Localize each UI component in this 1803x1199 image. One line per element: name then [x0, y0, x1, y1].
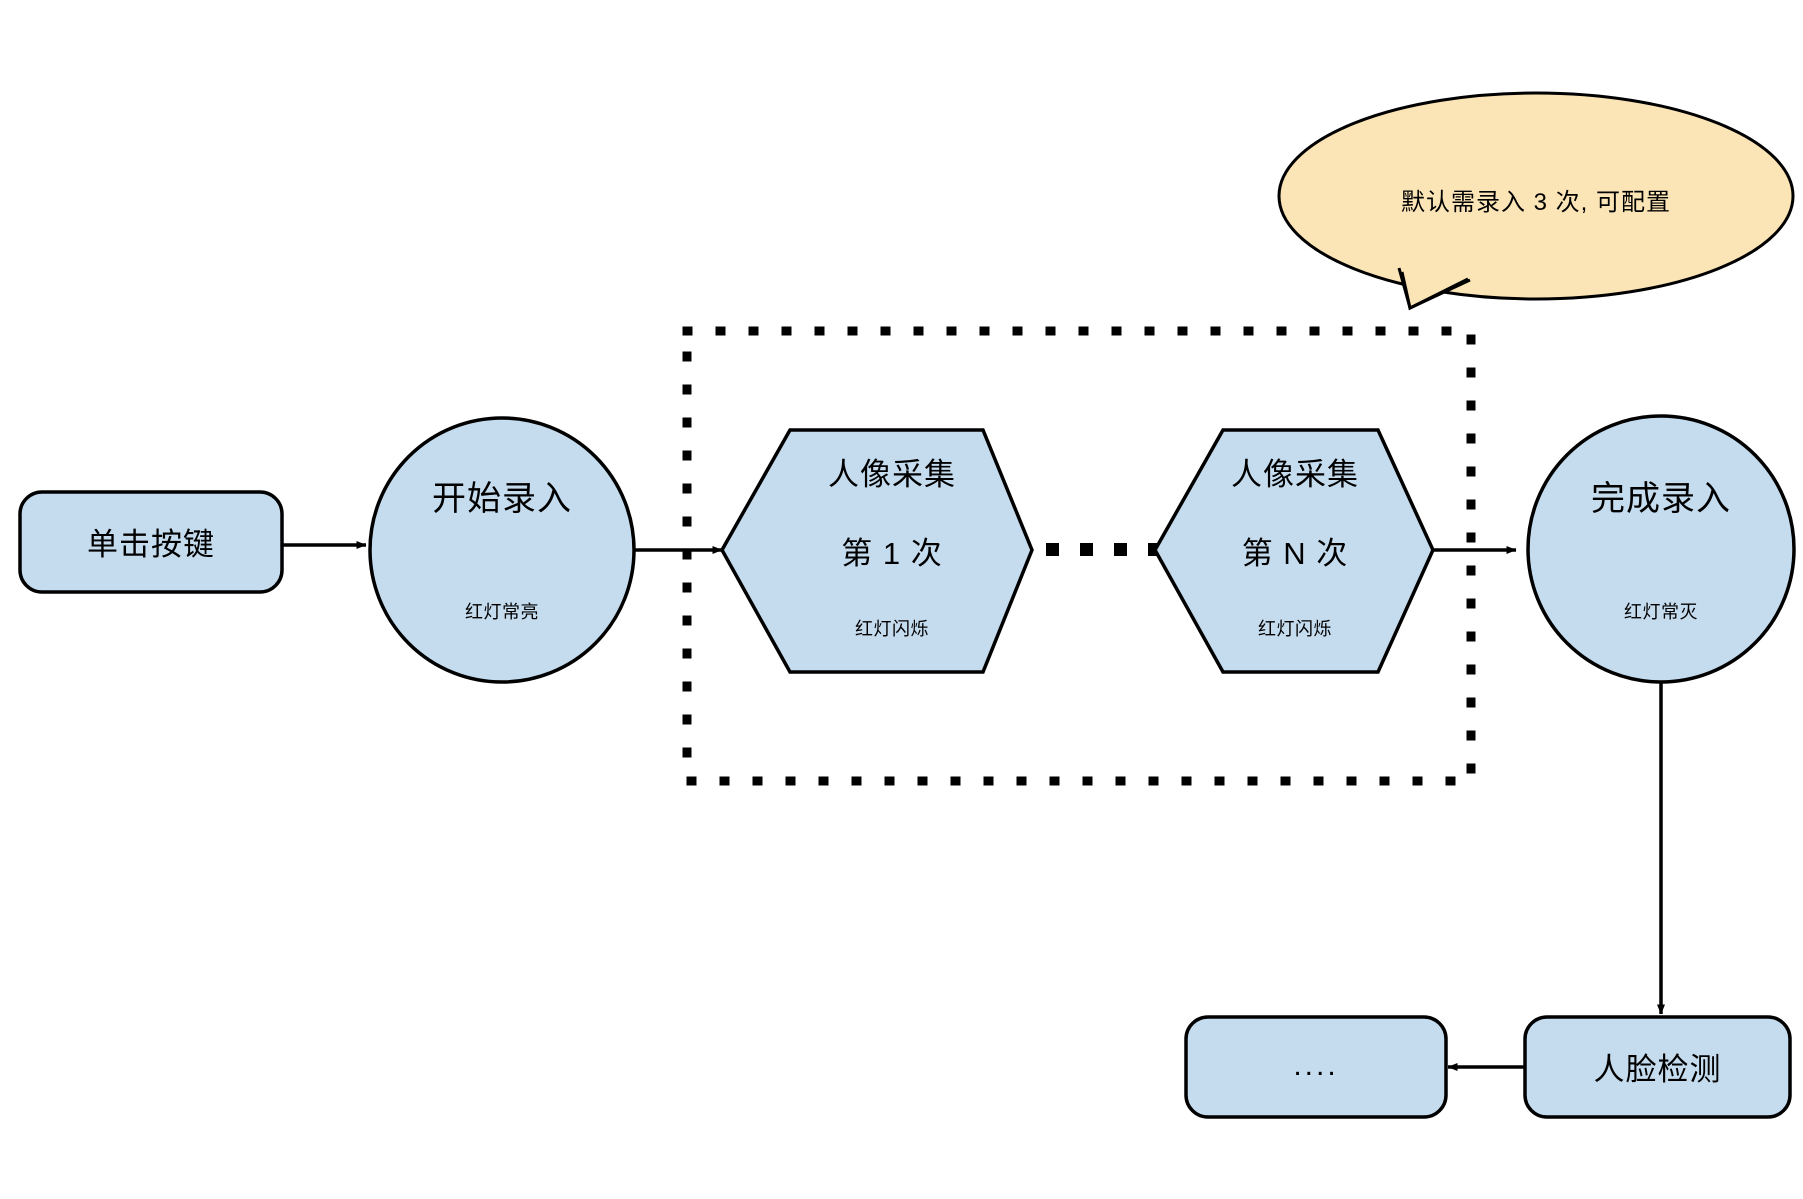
- callout-label: 默认需录入 3 次, 可配置: [1400, 189, 1672, 216]
- node-start-enroll-sublabel: 红灯常亮: [465, 602, 539, 622]
- node-click-key-shape[interactable]: [18, 490, 284, 594]
- node-capture-nth-title: 人像采集: [1231, 457, 1359, 492]
- node-face-detect-label: 人脸检测: [1593, 1052, 1722, 1087]
- loop-group-boundary: [682, 326, 1476, 786]
- ellipsis-between-captures: [1046, 543, 1161, 556]
- node-capture-first-shape[interactable]: [719, 428, 1034, 674]
- node-finish-enroll-shape[interactable]: [1526, 414, 1796, 684]
- node-finish-enroll-sublabel: 红灯常灭: [1624, 602, 1698, 622]
- node-more-steps-label: ....: [1293, 1049, 1339, 1082]
- node-more-steps-shape[interactable]: [1184, 1015, 1448, 1119]
- node-capture-first-title: 人像采集: [828, 457, 956, 492]
- node-capture-nth-ordinal: 第 N 次: [1241, 536, 1349, 571]
- node-finish-enroll-label: 完成录入: [1591, 480, 1731, 518]
- node-start-enroll-label: 开始录入: [432, 480, 572, 518]
- node-capture-nth-shape[interactable]: [1152, 428, 1435, 674]
- node-click-key-label: 单击按键: [87, 527, 215, 562]
- node-capture-nth-sublabel: 红灯闪烁: [1258, 619, 1332, 639]
- node-capture-first-ordinal: 第 1 次: [841, 536, 943, 571]
- node-face-detect-shape[interactable]: [1523, 1015, 1792, 1119]
- node-start-enroll-shape[interactable]: [368, 416, 636, 684]
- callout-shape[interactable]: [1277, 91, 1795, 311]
- node-capture-first-sublabel: 红灯闪烁: [855, 619, 929, 639]
